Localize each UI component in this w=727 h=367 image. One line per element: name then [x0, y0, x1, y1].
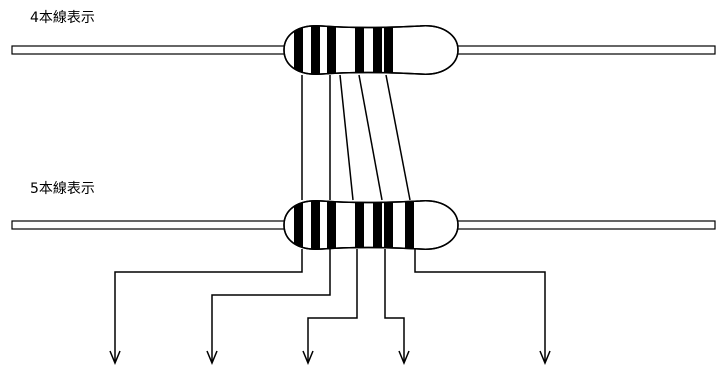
- leader-arrow-3: [307, 249, 358, 362]
- five-band-label: 5本線表示: [30, 181, 95, 197]
- correspondence-line: [339, 74, 354, 201]
- four-band-resistor: [11, 25, 716, 75]
- color-band-1: [294, 200, 303, 250]
- color-band-3: [355, 200, 364, 250]
- correspondence-line: [358, 74, 383, 201]
- four-band-label: 4本線表示: [30, 10, 95, 26]
- color-band-3: [355, 25, 364, 75]
- color-band-4: [373, 25, 382, 75]
- leader-arrow-4: [384, 249, 405, 362]
- arrow-head-icon: [539, 350, 551, 365]
- leader-arrow-2: [211, 249, 331, 362]
- left-lead-wire: [11, 220, 288, 230]
- color-band-5: [384, 25, 393, 75]
- resistor-body: [283, 200, 459, 250]
- color-band-2: [327, 25, 336, 75]
- band-leader-arrows: [114, 249, 546, 362]
- right-lead-wire: [454, 45, 716, 55]
- arrow-head-icon: [109, 350, 121, 365]
- correspondence-line: [385, 74, 411, 201]
- arrow-head-icon: [206, 350, 218, 365]
- color-band-1b: [311, 25, 320, 75]
- arrow-head-icon: [302, 350, 314, 365]
- left-lead-wire: [11, 45, 288, 55]
- color-band-6: [405, 200, 414, 250]
- color-band-5: [384, 200, 393, 250]
- five-band-resistor: [11, 200, 716, 250]
- resistor-body: [283, 25, 459, 75]
- color-band-1b: [311, 200, 320, 250]
- color-band-4: [373, 200, 382, 250]
- arrow-head-icon: [398, 350, 410, 365]
- band-correspondence-lines: [301, 74, 411, 201]
- right-lead-wire: [454, 220, 716, 230]
- color-band-1: [294, 25, 303, 75]
- arrow-heads: [109, 350, 551, 365]
- color-band-2: [327, 200, 336, 250]
- leader-arrow-5: [414, 249, 546, 362]
- leader-arrow-1: [114, 249, 303, 362]
